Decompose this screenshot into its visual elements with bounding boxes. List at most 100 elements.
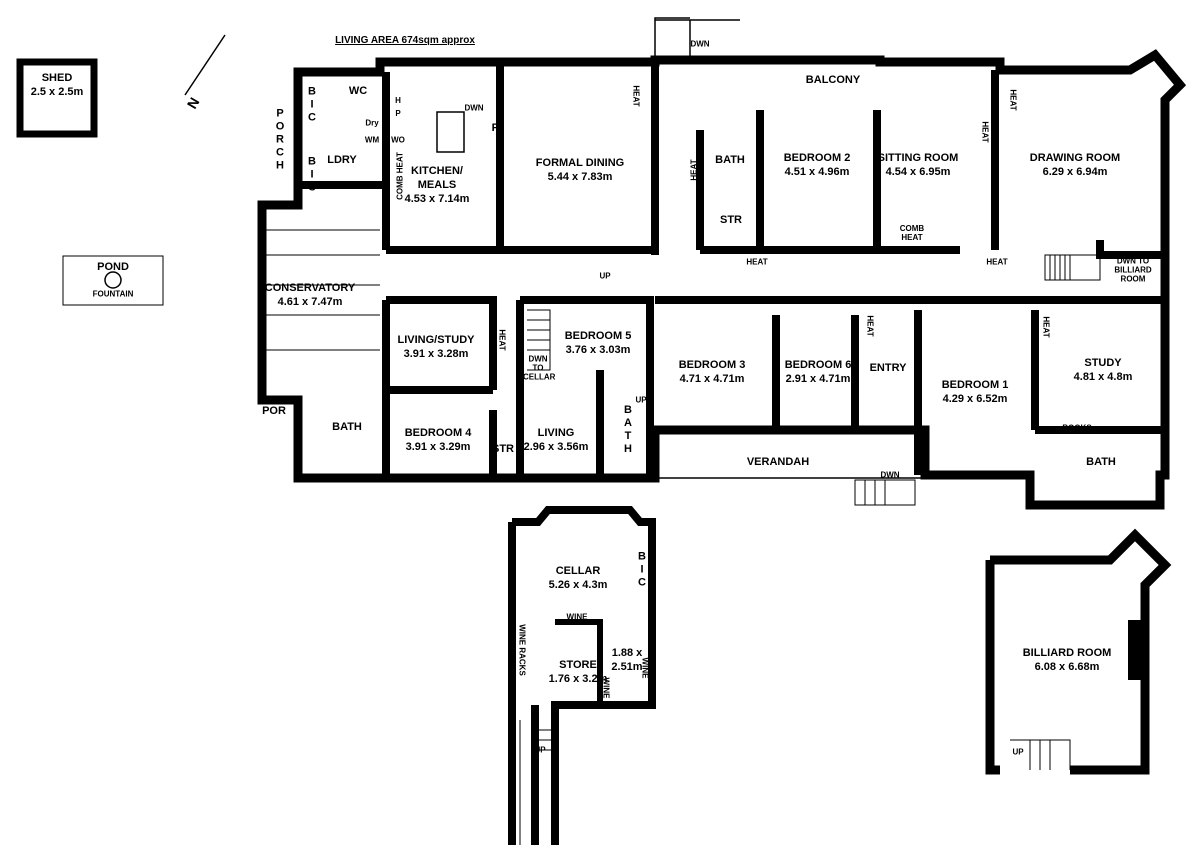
heat-label: HEAT <box>689 159 699 181</box>
dwn-to-billiard-label: DWN TO BILLIARD ROOM <box>1114 256 1152 284</box>
room-name: BEDROOM 4 <box>404 427 472 439</box>
room-size: 6.08 x 6.68m <box>1034 661 1100 673</box>
room-name: BEDROOM 6 <box>784 359 852 371</box>
books-label: BOOKS <box>1062 423 1092 433</box>
room-size: 4.29 x 6.52m <box>942 393 1008 405</box>
room-name: DRAWING ROOM <box>1029 152 1121 164</box>
room-size: 3.91 x 3.28m <box>403 348 469 360</box>
house-outer-walls <box>257 49 1187 510</box>
bic-label: BIC <box>308 155 316 194</box>
billiard-up-label: UP <box>1012 747 1024 757</box>
porch-label: PORCH <box>275 107 285 172</box>
room-size: 4.81 x 4.8m <box>1073 371 1133 383</box>
wo-label: WO <box>391 135 405 145</box>
room-name: STUDY <box>1084 357 1122 369</box>
room-size: 4.71 x 4.71m <box>679 373 745 385</box>
interior-walls <box>298 62 1165 478</box>
north-arrow-line <box>184 34 226 96</box>
heat-label: HEAT <box>986 257 1008 267</box>
room-name: BEDROOM 1 <box>941 379 1009 391</box>
heat-label: HEAT <box>497 329 507 351</box>
wine-label: WINE <box>640 657 650 679</box>
hall-up-label: UP <box>599 271 611 281</box>
room-name: SHED <box>41 72 73 84</box>
room-size: 4.51 x 4.96m <box>784 166 850 178</box>
verandah-dwn-label: DWN <box>880 470 900 480</box>
room-name: BILLIARD ROOM <box>1022 647 1112 659</box>
room-name: LIVING/STUDY <box>397 334 475 346</box>
room-size: 2.5 x 2.5m <box>30 86 84 98</box>
washing-machine-label: WM <box>364 135 380 145</box>
balcony-rail <box>654 17 740 60</box>
drawing-room-label: DRAWING ROOM 6.29 x 6.94m <box>1030 151 1120 179</box>
room-name: CELLAR <box>555 565 601 577</box>
kitchen-island <box>436 111 465 153</box>
living-area-label: LIVING AREA 674sqm approx <box>335 35 475 46</box>
hp-label: HP <box>395 96 401 118</box>
billiard-fireplace <box>1128 620 1142 680</box>
room-name: STORE <box>559 659 597 671</box>
wine-racks-label: WINE RACKS <box>517 624 527 676</box>
room-size: 5.44 x 7.83m <box>547 171 613 183</box>
bedroom-5-label: BEDROOM 5 3.76 x 3.03m <box>565 329 632 357</box>
entry-label: ENTRY <box>869 362 907 374</box>
kitchen-label: KITCHEN/ MEALS 4.53 x 7.14m <box>402 164 472 206</box>
room-size: 4.54 x 6.95m <box>885 166 951 178</box>
formal-dining-label: FORMAL DINING 5.44 x 7.83m <box>536 156 624 184</box>
room-size: 3.91 x 3.29m <box>405 441 471 453</box>
wc-label: WC <box>348 85 368 97</box>
shed-label: SHED 2.5 x 2.5m <box>31 71 84 99</box>
verandah-outline <box>654 430 925 479</box>
verandah-label: VERANDAH <box>746 456 810 468</box>
conservatory-glazing <box>262 229 380 351</box>
up-label: UP <box>635 395 647 405</box>
bath-label: BATH <box>1086 456 1116 468</box>
pond-outline <box>62 255 164 306</box>
balcony-dwn-label: DWN <box>690 39 710 49</box>
billiard-room-label: BILLIARD ROOM 6.08 x 6.68m <box>1023 646 1112 674</box>
fountain-label: FOUNTAIN <box>92 289 134 299</box>
fountain-circle <box>104 271 122 289</box>
store-walls <box>555 619 603 705</box>
bedroom-4-label: BEDROOM 4 3.91 x 3.29m <box>405 426 472 454</box>
wine-label: WINE <box>601 677 611 699</box>
bath-label: BATH <box>332 421 362 433</box>
room-name: BEDROOM 2 <box>783 152 851 164</box>
room-name: FORMAL DINING <box>535 157 625 169</box>
bic-label: BIC <box>308 85 316 124</box>
bedroom-6-label: BEDROOM 6 2.91 x 4.71m <box>785 358 852 386</box>
fridge-label: F <box>491 122 499 134</box>
heat-label: HEAT <box>1008 89 1018 111</box>
str-label: STR <box>720 214 742 226</box>
small-room-size: 1.88 x 2.51m <box>611 647 643 673</box>
kitchen-dwn-label: DWN <box>464 103 484 113</box>
bic-label: BIC <box>638 550 646 589</box>
room-name: KITCHEN/ MEALS <box>411 165 463 191</box>
room-size: 4.53 x 7.14m <box>404 193 470 205</box>
down-to-cellar-label: DWN TO CELLAR <box>523 354 556 382</box>
heat-label: HEAT <box>746 257 768 267</box>
balcony-label: BALCONY <box>805 74 861 86</box>
billiard-walls <box>985 528 1172 775</box>
room-size: 6.29 x 6.94m <box>1042 166 1108 178</box>
cellar-walls <box>508 506 656 845</box>
bedroom-2-label: BEDROOM 2 4.51 x 4.96m <box>784 151 851 179</box>
room-size: 2.91 x 4.71m <box>785 373 851 385</box>
heat-label: HEAT <box>1041 316 1051 338</box>
room-size: 2.96 x 3.56m <box>523 441 589 453</box>
por-label: POR <box>262 405 286 417</box>
room-name: LIVING <box>537 427 575 439</box>
living-study-label: LIVING/STUDY 3.91 x 3.28m <box>397 333 474 361</box>
cellar-up-label: UP <box>534 745 546 755</box>
room-size: 3.76 x 3.03m <box>565 344 631 356</box>
heat-label: HEAT <box>865 315 875 337</box>
laundry-label: LDRY <box>327 154 357 166</box>
room-name: BEDROOM 5 <box>564 330 632 342</box>
comb-heat-label: COMB HEAT <box>899 224 925 242</box>
shed-walls <box>16 58 98 138</box>
